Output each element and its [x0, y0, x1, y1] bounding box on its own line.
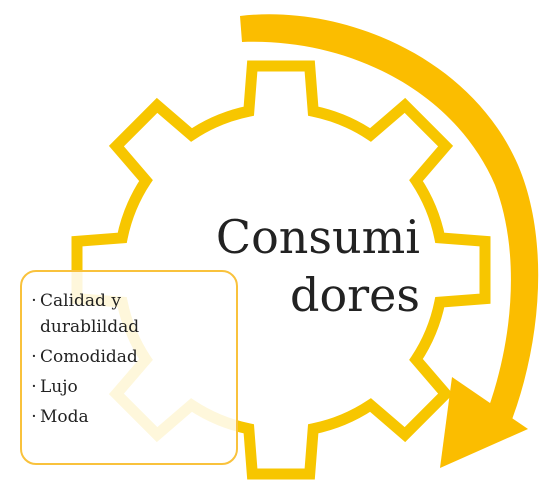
list-item: · Calidad y durablildad — [28, 288, 230, 340]
curved-arrow-icon — [240, 14, 539, 430]
arrow-head-icon — [440, 377, 528, 468]
gear-outline-icon — [71, 60, 491, 480]
bullet-icon: · — [31, 291, 37, 311]
list-item: · Comodidad — [28, 344, 230, 370]
bullet-icon: · — [31, 347, 37, 367]
list-item-label: Comodidad — [40, 347, 138, 367]
gear-title: Consumi dores — [200, 208, 420, 324]
gear-title-line-2: dores — [290, 268, 420, 322]
attributes-list: · Calidad y durablildad · Comodidad · Lu… — [22, 272, 236, 430]
list-item-label: Moda — [40, 407, 89, 427]
list-item-label: Lujo — [40, 377, 78, 397]
list-item: · Lujo — [28, 374, 230, 400]
list-item-label: durablildad — [40, 317, 140, 337]
bullet-icon: · — [31, 407, 37, 427]
attributes-box: · Calidad y durablildad · Comodidad · Lu… — [20, 270, 238, 465]
list-item-label: Calidad y — [40, 291, 121, 311]
list-item: · Moda — [28, 404, 230, 430]
bullet-icon: · — [31, 377, 37, 397]
gear-title-line-1: Consumi — [215, 210, 420, 264]
